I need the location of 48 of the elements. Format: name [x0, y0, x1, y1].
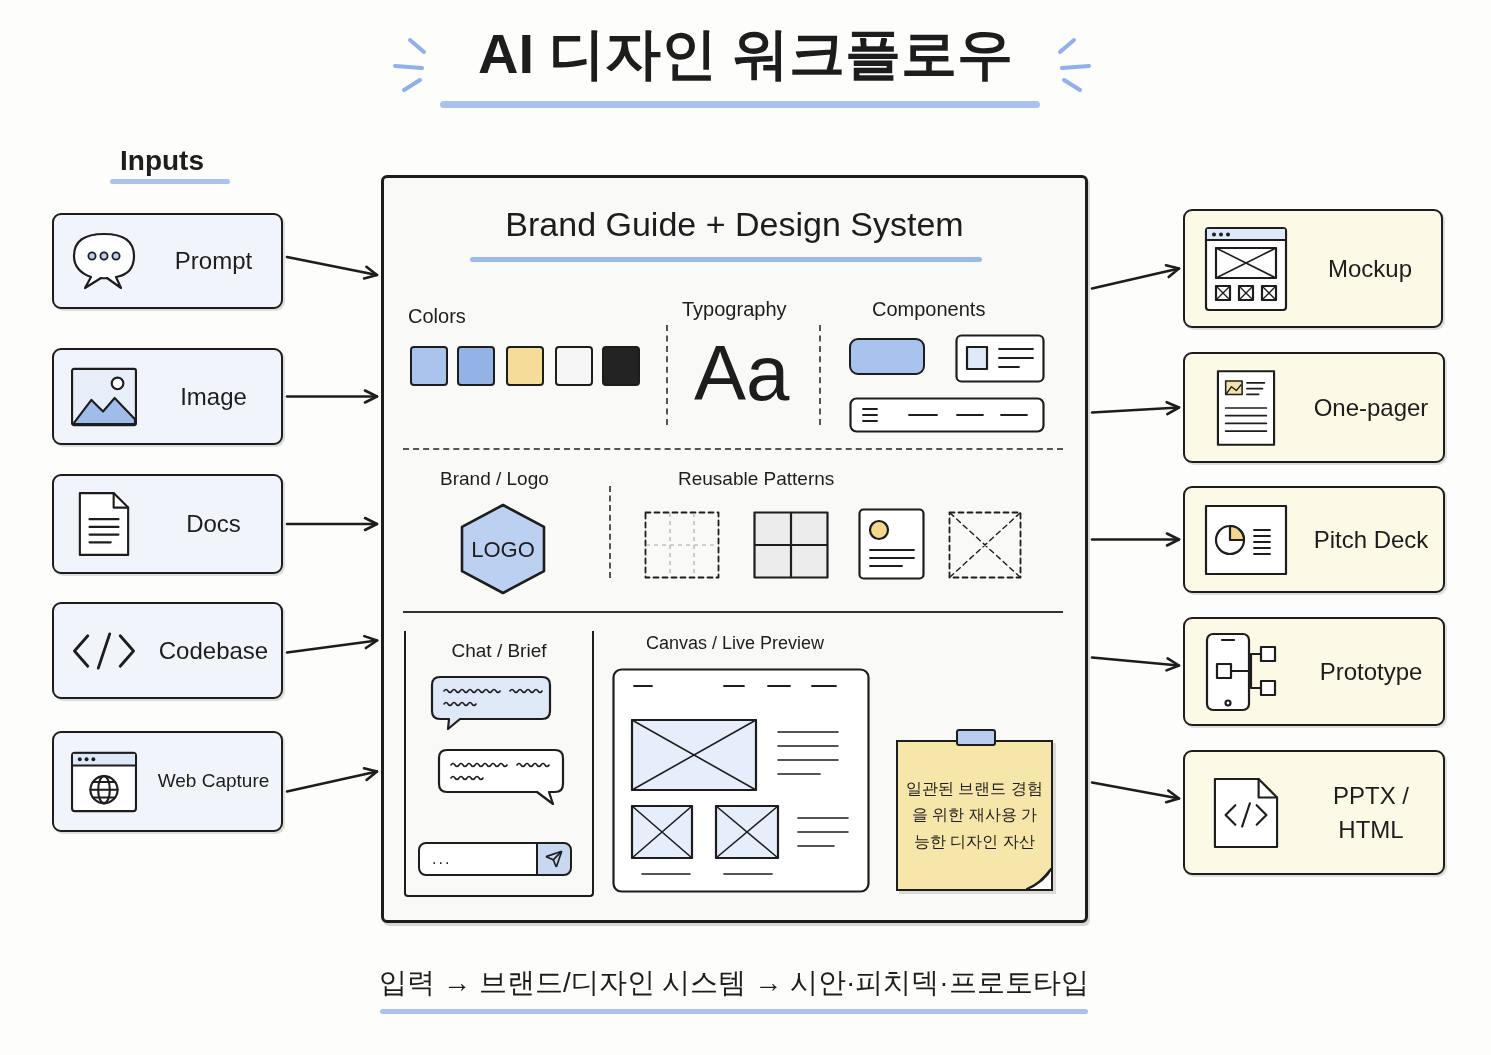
card-label: Prototype: [1319, 656, 1423, 687]
arrow: [285, 389, 379, 404]
input-card: [52, 213, 283, 309]
output-card: [1183, 750, 1445, 875]
card-label: Docs: [186, 509, 241, 539]
note-text: 일관된 브랜드 경험을 위한 재사용 가능한 디자인 자산: [906, 778, 1043, 852]
output-card: [1183, 486, 1445, 593]
section-label: Typography: [682, 297, 787, 322]
card-label: Codebase: [158, 635, 269, 666]
input-card: [52, 731, 283, 832]
card-label: One-pager: [1313, 392, 1429, 423]
card-label: Prompt: [174, 246, 253, 276]
arrow: [285, 634, 379, 654]
arrow: [285, 766, 379, 793]
input-card: [52, 348, 283, 445]
section-label: Colors: [408, 304, 466, 329]
section-label: Reusable Patterns: [678, 467, 835, 491]
card-label: Mockup: [1327, 253, 1412, 284]
input-field: ...: [418, 842, 538, 876]
panel-heading: Brand Guide + Design System: [505, 204, 964, 245]
section-label: Components: [872, 297, 986, 322]
arrow: [285, 516, 379, 532]
caption-text: 입력 → 브랜드/디자인 시스템 → 시안·피치덱·프로토타입: [379, 966, 1089, 1000]
section-label: Canvas / Live Preview: [646, 632, 825, 655]
arrow: [1090, 532, 1181, 547]
section-label: Brand / Logo: [440, 467, 549, 491]
card-label: Pitch Deck: [1313, 524, 1429, 555]
diagram-title: AI 디자인 워크플로우: [477, 21, 1014, 87]
section-heading: Inputs: [120, 144, 204, 178]
panel-heading: Chat / Brief: [451, 639, 547, 663]
sticky-note: [896, 740, 1053, 891]
hexagon-badge: [459, 503, 547, 595]
arrow: [1090, 781, 1181, 804]
arrow: [285, 255, 379, 280]
typography-sample: Aa: [694, 334, 790, 412]
chat-panel: [404, 631, 594, 897]
card-label: PPTX / HTML: [1332, 780, 1410, 845]
arrow: [1090, 656, 1181, 672]
input-card: [52, 474, 283, 574]
placeholder-text: LOGO: [471, 535, 535, 564]
card-label: Web Capture: [157, 769, 270, 794]
card-label: Image: [180, 381, 247, 412]
input-card: [52, 602, 283, 699]
arrow: [1090, 400, 1181, 416]
output-card: [1183, 209, 1443, 328]
output-card: [1183, 352, 1445, 463]
arrow: [1090, 264, 1181, 290]
output-card: [1183, 617, 1445, 726]
